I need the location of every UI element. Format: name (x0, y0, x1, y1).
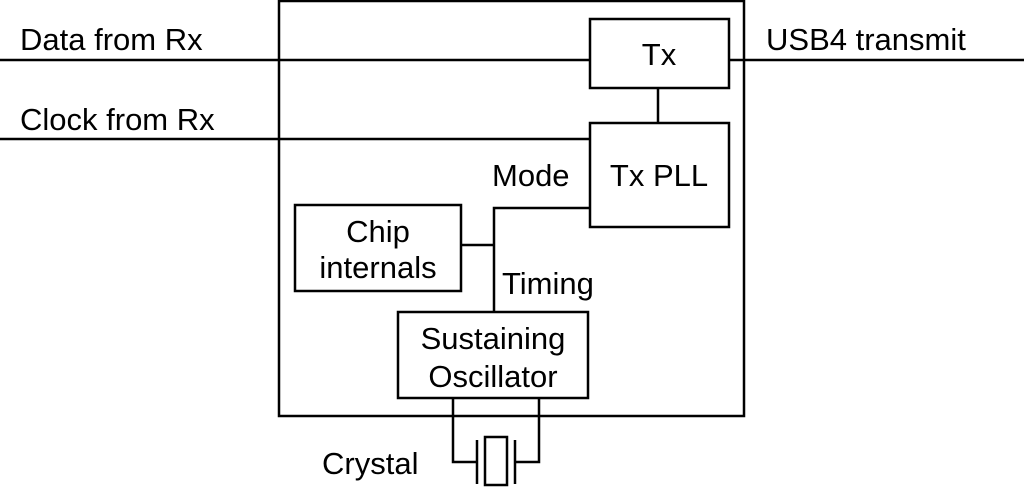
crystal-label: Crystal (322, 446, 418, 481)
tx-label: Tx (642, 37, 677, 72)
crystal-lead-right (515, 398, 541, 464)
timing-line (492, 206, 590, 312)
sustaining-oscillator-label-line1: Sustaining (421, 321, 566, 356)
tx-pll-block: Tx PLL (588, 121, 731, 229)
mode-label: Mode (492, 158, 570, 193)
chip-internals-label-line2: internals (319, 250, 436, 285)
tx-block: Tx (588, 17, 731, 90)
chip-internals-block: Chip internals (293, 203, 463, 293)
chip-boundary (277, 0, 746, 418)
crystal-lead-left (451, 398, 477, 464)
tx-pll-label: Tx PLL (610, 158, 708, 193)
clock-from-rx-label: Clock from Rx (20, 102, 215, 137)
sustaining-oscillator-block: Sustaining Oscillator (396, 310, 590, 400)
timing-label: Timing (502, 266, 594, 301)
data-from-rx-label: Data from Rx (20, 22, 203, 57)
usb4-transmit-label: USB4 transmit (766, 22, 966, 57)
crystal-symbol (475, 435, 517, 487)
chip-internals-label-line1: Chip (346, 214, 410, 249)
sustaining-oscillator-label-line2: Oscillator (428, 359, 557, 394)
